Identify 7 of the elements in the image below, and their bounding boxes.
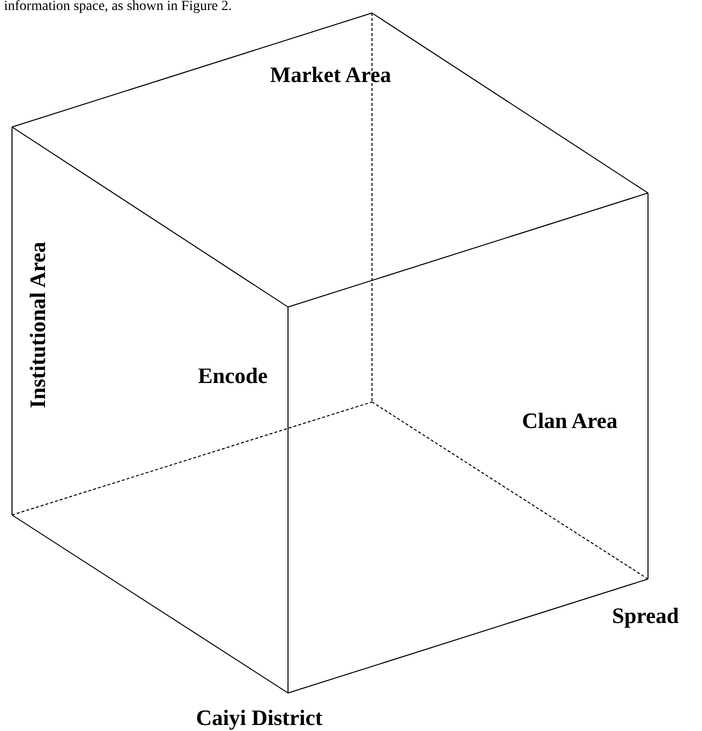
axis-label: Spread [612,605,679,627]
axis-label: Market Area [270,64,392,86]
body-text: information space, as shown in Figure 2. [4,0,232,14]
axis-label: Encode [198,365,268,387]
axis-label: Institutional Area [27,242,50,408]
axis-label: Caiyi District [196,707,322,729]
axis-label: Clan Area [522,410,618,432]
